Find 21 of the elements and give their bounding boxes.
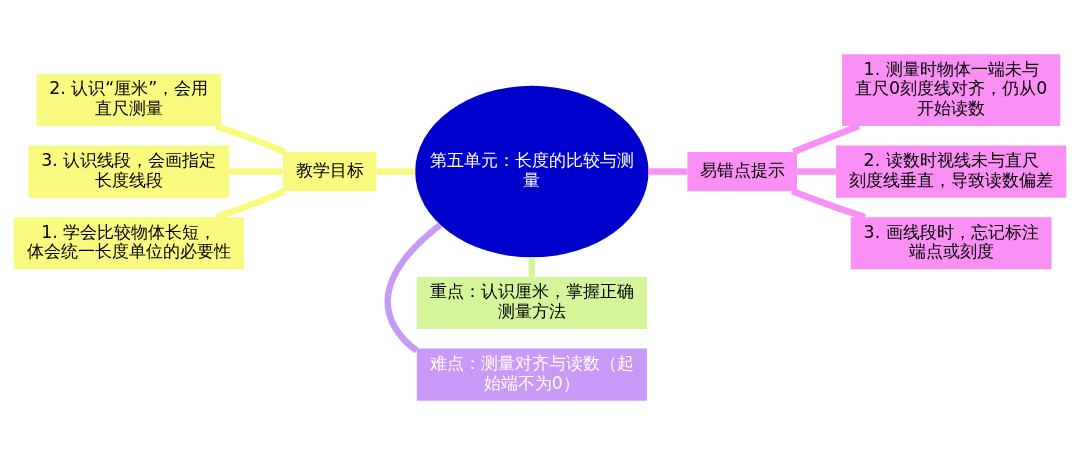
connector [384,222,443,354]
connector [791,188,866,221]
node-box: 难点：测量对齐与读数（起始端不为0） [416,348,647,401]
node-ellipse: 第五单元：长度的比较与测量 [415,85,649,258]
node-box: 2. 认识“厘米”，会用直尺测量 [36,73,222,126]
node-box: 重点：认识厘米，掌握正确测量方法 [416,276,647,329]
node-box: 2. 读数时视线未与直尺刻度线垂直，导致读数偏差 [836,145,1067,198]
connector [215,122,286,155]
node-box: 易错点提示 [687,152,797,192]
connector [792,123,861,155]
node-box: 3. 认识线段，会画指定长度线段 [28,145,230,198]
connector [528,257,536,277]
connector [797,168,836,175]
node-box: 教学目标 [283,152,377,192]
connector [229,168,283,175]
connector [376,168,416,175]
node-box: 3. 画线段时，忘记标注端点或刻度 [850,217,1052,270]
node-box: 1. 学会比较物体长短，体会统一长度单位的必要性 [13,217,244,270]
connector [215,188,286,221]
node-box: 1. 测量时物体一端未与直尺0刻度线对齐，仍从0开始读数 [842,54,1061,126]
connector [648,168,688,175]
